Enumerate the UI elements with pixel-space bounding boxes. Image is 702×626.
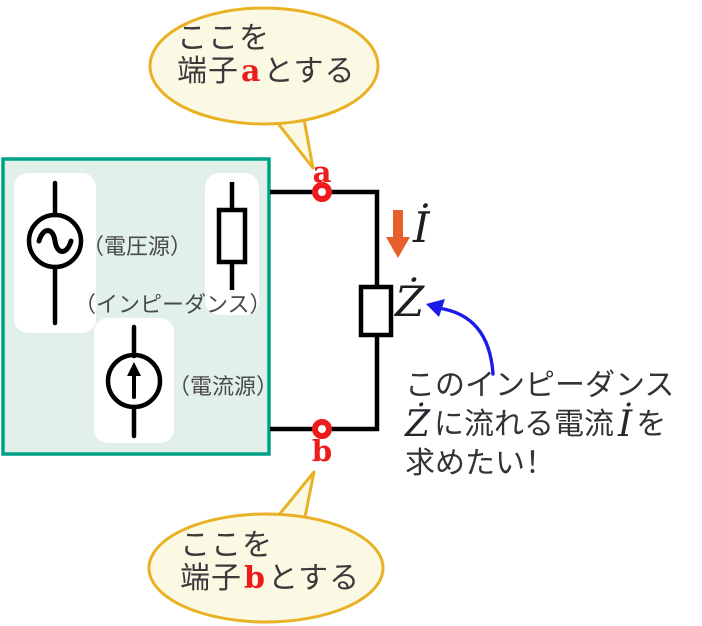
annotation-line3: 求めたい！ (405, 447, 555, 480)
annotation-line1: このインピーダンス (405, 369, 675, 402)
speech-bubble-top-text: ここを 端子aとする (177, 22, 356, 88)
impedance-label: （インピーダンス） (74, 292, 272, 317)
terminal-b-label: b (311, 434, 333, 468)
circuit-wires (270, 189, 380, 432)
current-source-icon (105, 324, 163, 439)
impedance-symbol-label: Ż (395, 277, 425, 326)
bubble-top-line2: 端子aとする (177, 54, 356, 89)
terminal-b-node (312, 419, 332, 439)
current-symbol-inline: İ (618, 404, 633, 445)
impedance-icon (216, 182, 248, 290)
speech-bubble-bottom-body (147, 512, 385, 624)
terminal-a-label: a (312, 155, 332, 189)
current-source-label: （電流源） (168, 374, 279, 399)
terminal-a-node (312, 182, 332, 202)
speech-bubble-bottom-text: ここを 端子bとする (180, 529, 360, 595)
speech-bubble-top (148, 6, 380, 170)
speech-bubble-bottom (147, 470, 385, 624)
bubble-top-line1: ここを (177, 22, 270, 55)
bubble-bottom-line2: 端子bとする (180, 561, 361, 596)
load-impedance-icon (358, 284, 394, 338)
speech-bubble-top-body (148, 6, 380, 126)
bubble-bottom-line1: ここを (180, 529, 273, 562)
current-direction-arrow-icon (386, 210, 410, 258)
current-symbol-label: İ (413, 203, 430, 252)
impedance-symbol-inline: Ż (405, 404, 431, 445)
annotation-arrow-icon (426, 299, 495, 376)
voltage-source-icon (26, 180, 84, 326)
voltage-source-card (14, 173, 96, 333)
terminal-b-ref: b (244, 561, 266, 596)
voltage-source-label: （電圧源） (82, 234, 193, 259)
terminal-a-ref: a (241, 54, 262, 89)
